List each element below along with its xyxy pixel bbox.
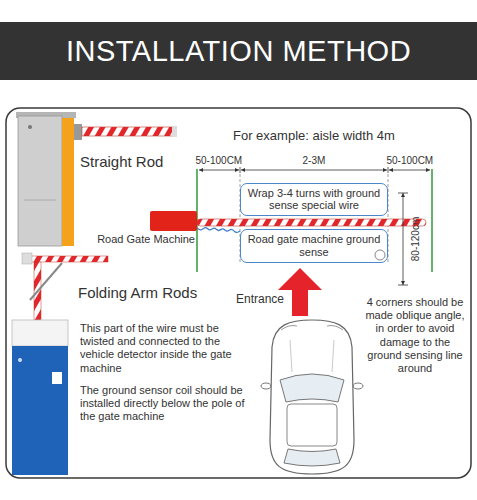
part-name: Folding Arm Rods xyxy=(78,284,197,302)
cabinet-seam xyxy=(24,200,56,201)
arm-joint xyxy=(22,253,32,264)
dimension-line xyxy=(403,193,404,285)
entrance-label: Entrance xyxy=(236,292,284,306)
lane-edge xyxy=(431,169,433,272)
car-rear-window xyxy=(284,449,340,466)
title-text: INSTALLATION METHOD xyxy=(0,22,477,80)
panel-frame xyxy=(6,108,471,478)
dimension-line xyxy=(389,170,430,171)
boom-arm xyxy=(82,127,174,136)
part-name: Straight Rod xyxy=(80,153,163,171)
dimension-tick xyxy=(398,193,408,194)
example-note: For example: aisle width 4m xyxy=(233,128,395,144)
dimension-line xyxy=(199,170,239,171)
dimension-tick xyxy=(388,167,389,173)
car-windshield xyxy=(280,374,344,402)
coil-end xyxy=(375,250,385,260)
node-text: Road Gate Machine xyxy=(97,233,195,246)
cabinet-top xyxy=(12,320,68,346)
dimension-tick xyxy=(240,167,241,173)
dimension-tick xyxy=(398,285,408,286)
install-note: This part of the wire must be twisted an… xyxy=(80,322,256,375)
car-headlight xyxy=(327,326,343,331)
coil-section: Road gate machine ground sense xyxy=(240,229,388,263)
boom-cap xyxy=(172,126,177,137)
boom-hub xyxy=(74,124,82,140)
gate-machine: Road Gate Machine xyxy=(150,211,197,231)
install-note: 4 corners should be made oblique angle, … xyxy=(362,296,468,375)
barrier-arm xyxy=(197,219,426,226)
car-roof xyxy=(287,404,337,446)
car-top-view xyxy=(261,320,363,474)
car-hood-line xyxy=(290,340,334,372)
entrance-arrow xyxy=(278,268,322,316)
dimension-line xyxy=(241,170,387,171)
car-mirror xyxy=(261,383,271,389)
title-banner xyxy=(0,22,477,80)
plan-view xyxy=(197,167,432,316)
cabinet-lock xyxy=(28,125,32,129)
install-note: The ground sensor coil should be install… xyxy=(80,384,256,424)
node-text: Road gate machine ground sense xyxy=(245,233,383,258)
cabinet-plate xyxy=(52,372,62,384)
dimension: 2-3M xyxy=(303,155,326,167)
car-mirror xyxy=(353,383,363,389)
dimension: 80-120cm xyxy=(410,217,422,261)
dimension: 50-100CM xyxy=(387,155,434,167)
car-headlight xyxy=(281,326,297,331)
cabinet-body xyxy=(12,346,68,475)
twisted-wire xyxy=(197,228,240,233)
folding-arm xyxy=(26,256,108,262)
cabinet-side xyxy=(62,118,74,246)
cabinet-lock xyxy=(18,358,22,362)
arm-brace xyxy=(30,263,62,300)
car-body xyxy=(270,320,354,474)
coil-section: Wrap 3-4 turns with ground sense special… xyxy=(240,183,388,216)
dimension: 50-100CM xyxy=(196,155,243,167)
cabinet-body xyxy=(18,116,62,246)
node-text: Wrap 3-4 turns with ground sense special… xyxy=(245,187,383,212)
